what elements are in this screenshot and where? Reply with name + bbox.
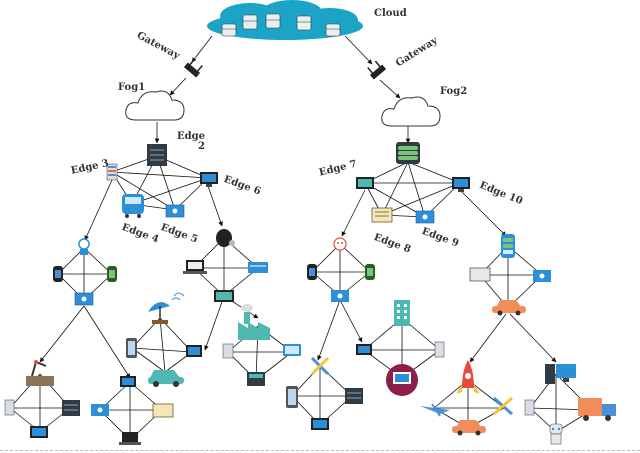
fog2-label: Fog2 <box>440 86 468 97</box>
edge-hub-right-server-icon <box>396 142 420 164</box>
gateway-right-icon <box>367 60 387 80</box>
airplane-icon <box>420 403 450 417</box>
fog1-cloud-icon <box>125 90 185 121</box>
building-icon <box>394 300 410 326</box>
car-teal-icon <box>148 370 184 387</box>
monitor-icon <box>186 345 202 357</box>
factory-icon <box>238 304 270 340</box>
computer-2-icon <box>356 344 372 355</box>
tablet-icon <box>126 338 137 358</box>
server-dark-icon <box>62 400 80 416</box>
monitor-blue-icon <box>30 426 48 438</box>
edge7-monitor-icon <box>356 177 374 189</box>
watch-4-icon <box>365 264 375 280</box>
monitor-teal-icon <box>214 290 234 302</box>
cloud-icon <box>207 0 363 40</box>
edge6-monitor-icon <box>200 172 218 187</box>
desktop-icon <box>545 364 576 384</box>
robot-3-icon <box>549 423 563 445</box>
printer-icon <box>152 403 174 418</box>
sensor-blue-4-icon <box>533 270 551 282</box>
monitor-3-icon <box>311 418 329 430</box>
truck-icon <box>578 398 616 421</box>
edge2-label: Edge 2 <box>177 131 205 152</box>
laptop-icon <box>183 260 207 274</box>
bottom-border <box>0 450 640 451</box>
laptop-2-icon <box>119 432 141 445</box>
rocket-icon <box>456 360 480 394</box>
edge8-printer-icon <box>371 207 393 223</box>
edge2-server-icon <box>147 144 167 166</box>
smart-speaker-icon <box>216 229 235 247</box>
car-orange-2-icon <box>452 420 486 436</box>
satellite-icon <box>310 356 330 376</box>
satellite-2-icon <box>493 396 513 416</box>
monitor-teal-2-icon <box>247 372 265 386</box>
gateway-left-icon <box>183 58 203 78</box>
monitor-2-icon <box>120 376 136 387</box>
edge3-cabinet-icon <box>106 163 118 181</box>
server-dark-2-icon <box>345 388 363 404</box>
edge4-train-icon <box>122 194 144 218</box>
industrial-robot-icon <box>26 360 54 386</box>
cabinet-3-icon <box>434 341 445 358</box>
phone-icon <box>501 234 515 258</box>
fog1-label: Fog1 <box>118 82 146 93</box>
robot-device-icon <box>78 238 90 255</box>
printer-2-icon <box>469 267 491 282</box>
cabinet-4-icon <box>524 399 535 416</box>
watch-icon <box>53 266 63 282</box>
computer-icon <box>283 344 301 356</box>
edge9-device-icon <box>415 210 435 224</box>
watch-green-icon <box>107 266 117 282</box>
database-badge-icon <box>386 364 418 396</box>
sensor-blue-icon <box>74 292 94 306</box>
cabinet-2-icon <box>4 399 15 416</box>
sensor-blue-3-icon <box>331 290 349 302</box>
edge5-device-icon <box>165 204 185 218</box>
tablet-2-icon <box>286 386 298 408</box>
sensor-blue-2-icon <box>91 404 109 416</box>
cloud-label: Cloud <box>374 8 407 19</box>
cabinet-icon <box>222 343 234 359</box>
robot-2-icon <box>333 237 347 251</box>
fog2-cloud-icon <box>381 96 441 127</box>
router-blue-icon <box>248 262 268 273</box>
satellite-dish-icon <box>148 292 185 324</box>
watch-3-icon <box>307 264 317 280</box>
edge10-monitor-icon <box>452 177 470 192</box>
car-orange-icon <box>492 300 526 316</box>
